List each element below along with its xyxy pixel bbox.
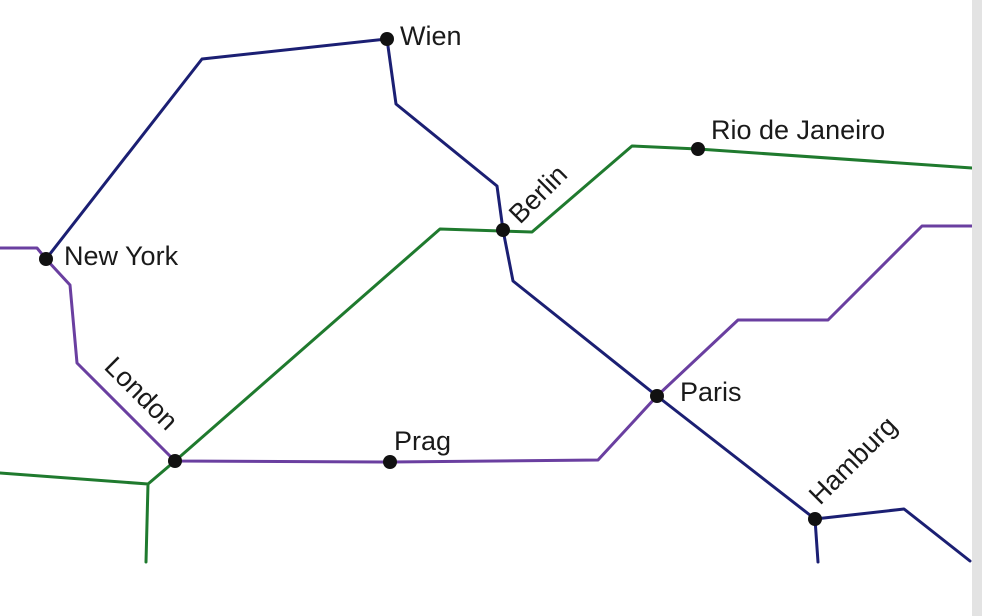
station-label: Paris (680, 377, 742, 407)
station-paris[interactable]: Paris (650, 377, 742, 407)
station-label: Rio de Janeiro (711, 115, 885, 145)
station-dot (380, 32, 394, 46)
scrollbar-track[interactable] (972, 0, 982, 616)
station-dot (383, 455, 397, 469)
station-prag[interactable]: Prag (383, 426, 451, 469)
station-new-york[interactable]: New York (39, 241, 179, 271)
route-line-blue (813, 507, 972, 563)
station-label: Prag (394, 426, 451, 456)
station-dot (496, 223, 510, 237)
station-label: New York (64, 241, 179, 271)
station-dot (168, 454, 182, 468)
station-label: Wien (400, 21, 462, 51)
route-line-blue (44, 37, 820, 564)
station-dot (691, 142, 705, 156)
station-dot (650, 389, 664, 403)
station-wien[interactable]: Wien (380, 21, 462, 51)
station-rio-de-janeiro[interactable]: Rio de Janeiro (691, 115, 885, 156)
station-dot (39, 252, 53, 266)
station-dot (808, 512, 822, 526)
